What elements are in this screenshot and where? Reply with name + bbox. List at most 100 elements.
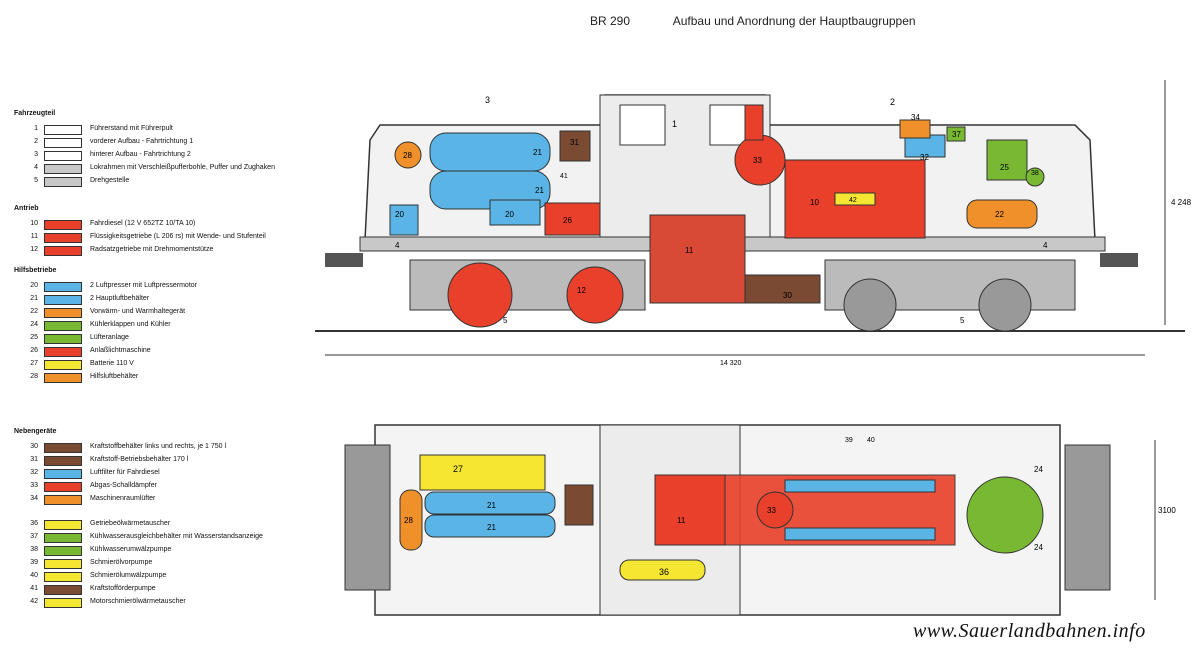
buffer-right — [1100, 253, 1138, 267]
end-platform-right — [1064, 444, 1111, 591]
callout: 11 — [677, 516, 686, 525]
callout: 22 — [995, 210, 1004, 219]
legend-swatch — [44, 456, 82, 466]
diagram-title: BR 290 Aufbau und Anordnung der Hauptbau… — [590, 14, 956, 28]
legend-item-number: 33 — [30, 482, 38, 489]
callout: 3 — [485, 95, 490, 105]
legend-section-title: Nebengeräte — [14, 428, 57, 435]
fuel-day-tank — [559, 130, 591, 162]
callout: 33 — [767, 506, 776, 515]
legend-item-number: 40 — [30, 572, 38, 579]
air-duct — [784, 479, 936, 493]
legend-item-label: Schmierölvorpumpe — [90, 559, 153, 566]
callout: 12 — [577, 286, 586, 295]
callout: 21 — [487, 523, 496, 532]
legend-item-label: Vorwärm- und Warmhaltegerät — [90, 308, 186, 315]
legend-item-label: Getriebeölwärmetauscher — [90, 520, 171, 527]
legend-section-title: Antrieb — [14, 205, 39, 212]
radiator-fan — [966, 476, 1044, 554]
title-text: Aufbau und Anordnung der Hauptbaugruppen — [672, 14, 916, 28]
callout: 1 — [672, 119, 677, 129]
legend-swatch — [44, 360, 82, 370]
legend-item-number: 37 — [30, 533, 38, 540]
transmission — [654, 474, 726, 546]
callout: 30 — [783, 291, 792, 300]
legend-swatch — [44, 598, 82, 608]
legend-swatch — [44, 125, 82, 135]
end-platform-left — [344, 444, 391, 591]
exhaust-silencer — [756, 491, 794, 529]
fan-unit — [986, 139, 1028, 181]
legend-item: 5 Drehgestelle — [14, 176, 354, 188]
legend-item-number: 5 — [34, 177, 38, 184]
fuel-tank — [744, 274, 821, 304]
callout: 32 — [920, 153, 929, 162]
callout: 20 — [505, 210, 514, 219]
callout: 2 — [890, 97, 895, 107]
legend-item-label: Drehgestelle — [90, 177, 130, 184]
legend-swatch — [44, 533, 82, 543]
legend-item-number: 34 — [30, 495, 38, 502]
callout: 33 — [753, 156, 762, 165]
callout: 4 — [1043, 241, 1048, 250]
callout: 5 — [503, 316, 508, 325]
callout: 11 — [685, 246, 694, 255]
legend-item-label: Kühlwasserumwälzpumpe — [90, 546, 172, 553]
legend-item-label: Führerstand mit Führerpult — [90, 125, 173, 132]
legend-swatch — [44, 282, 82, 292]
oil-heat-exchanger — [619, 559, 706, 581]
air-duct — [784, 527, 936, 541]
starter-generator — [544, 202, 601, 236]
main-air-tank — [424, 491, 556, 515]
cab-window — [619, 104, 666, 146]
callout: 4 — [395, 241, 400, 250]
legend-section-title: Hilfsbetriebe — [14, 267, 57, 274]
legend-item-number: 41 — [30, 585, 38, 592]
legend-item: 34 Maschinenraumlüfter — [14, 494, 354, 506]
legend-item-number: 26 — [30, 347, 38, 354]
legend-swatch — [44, 585, 82, 595]
aux-air-tank — [394, 141, 422, 169]
callout: 28 — [404, 516, 413, 525]
legend-swatch — [44, 308, 82, 318]
callout: 26 — [563, 216, 572, 225]
legend-item-label: vorderer Aufbau - Fahrtrichtung 1 — [90, 138, 194, 145]
legend-swatch — [44, 295, 82, 305]
exhaust-stack — [744, 104, 764, 141]
legend-item-number: 22 — [30, 308, 38, 315]
callout: 39 — [845, 437, 853, 444]
legend-swatch — [44, 559, 82, 569]
legend-item-number: 21 — [30, 295, 38, 302]
legend-item-label: Luftfilter für Fahrdiesel — [90, 469, 160, 476]
callout: 27 — [453, 464, 463, 474]
axle-gear — [447, 262, 513, 328]
callout: 24 — [1034, 465, 1043, 474]
legend-item-label: Schmierölumwälzpumpe — [90, 572, 167, 579]
expansion-tank — [946, 126, 966, 142]
legend-item-number: 24 — [30, 321, 38, 328]
legend-swatch — [44, 334, 82, 344]
legend-item-number: 3 — [34, 151, 38, 158]
buffer-left — [325, 253, 363, 267]
callout: 41 — [560, 173, 568, 180]
legend-item-label: Maschinenraumlüfter — [90, 495, 156, 502]
legend-item-label: hinterer Aufbau - Fahrtrichtung 2 — [90, 151, 191, 158]
main-air-tank — [429, 132, 551, 172]
callout: 31 — [570, 138, 579, 147]
battery — [419, 454, 546, 491]
legend-item-number: 4 — [34, 164, 38, 171]
legend-swatch — [44, 495, 82, 505]
wheel — [978, 278, 1032, 332]
main-air-tank — [424, 514, 556, 538]
legend-item: 40 Schmierölumwälzpumpe — [14, 571, 354, 583]
legend-item-label: Motorschmierölwärmetauscher — [90, 598, 186, 605]
